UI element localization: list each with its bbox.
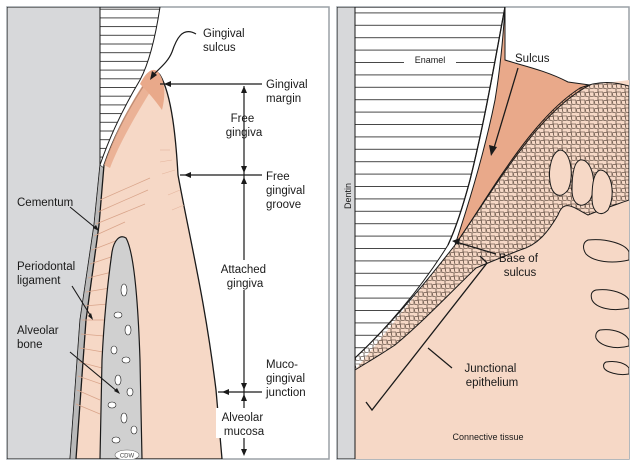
- label-enamel: Enamel: [415, 55, 446, 65]
- credit-text: CDW: [120, 454, 135, 460]
- label-connective-tissue: Connective tissue: [452, 432, 523, 442]
- label-sulcus: Sulcus: [515, 53, 550, 65]
- dentin-strip: [337, 7, 355, 459]
- right-panel: Enamel Dentin Sulcus Base of sulcus Junc…: [337, 7, 629, 459]
- left-panel: CDW: [7, 7, 329, 460]
- label-cementum: Cementum: [17, 197, 73, 209]
- label-dentin: Dentin: [343, 183, 353, 209]
